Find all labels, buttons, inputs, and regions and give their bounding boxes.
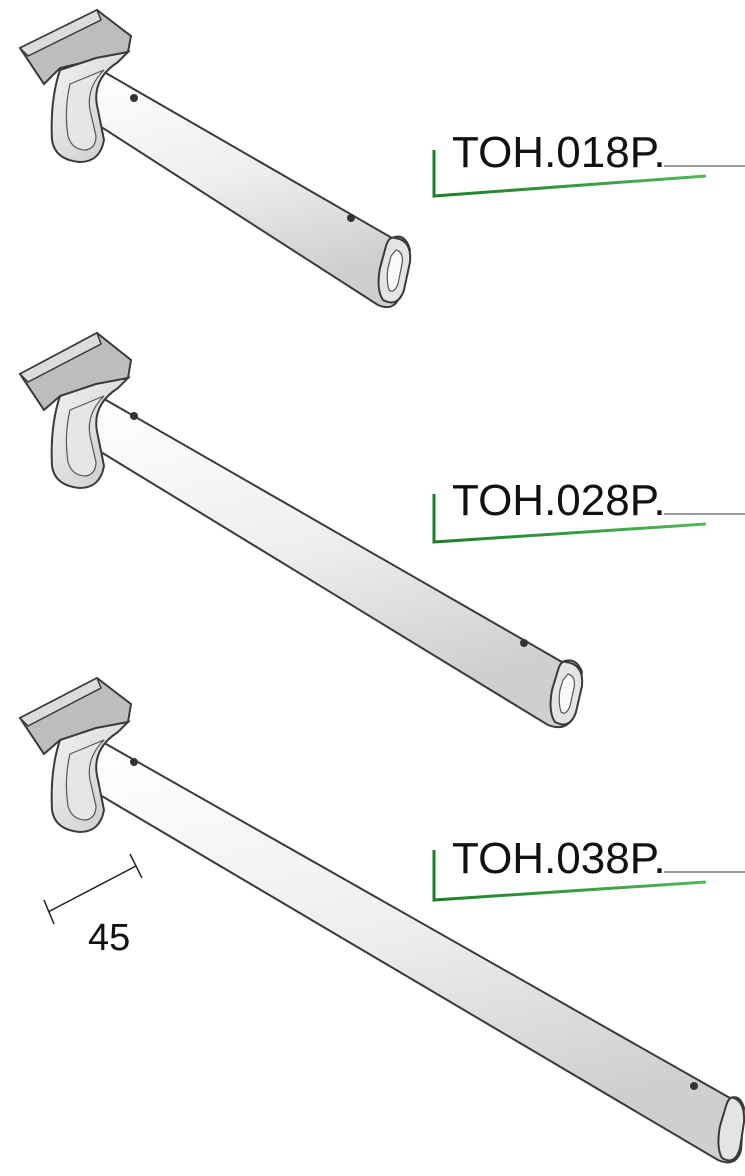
product-code-label: TOH.028P. (452, 476, 666, 525)
screw-hole-icon (690, 1082, 698, 1090)
dimension-tick (129, 853, 143, 879)
screw-hole-icon (130, 94, 138, 102)
product-code-label: TOH.038P. (452, 834, 666, 883)
bracket-arm-3 (18, 676, 745, 1164)
product-label-3: TOH.038P. (432, 834, 745, 902)
product-label-1: TOH.018P. (432, 128, 745, 198)
label-leader-green (432, 150, 707, 198)
bracket-arm-2 (18, 331, 584, 729)
product-label-2: TOH.028P. (432, 476, 745, 544)
screw-hole-icon (130, 412, 138, 420)
screw-hole-icon (520, 639, 528, 647)
tube-1 (75, 63, 412, 309)
screw-hole-icon (347, 214, 355, 222)
dimension-line (47, 865, 137, 913)
tube-end-cap-3 (717, 1096, 745, 1162)
dimension-indicator: 45 (43, 853, 143, 959)
label-leader-green (432, 850, 707, 902)
dimension-value: 45 (88, 917, 130, 959)
product-code-label: TOH.018P. (452, 128, 666, 177)
bracket-arm-1 (18, 8, 412, 309)
screw-hole-icon (130, 758, 138, 766)
tube-2 (75, 390, 584, 729)
dimension-tick (43, 899, 55, 925)
tube-3 (75, 734, 745, 1164)
label-leader-green (432, 494, 707, 544)
